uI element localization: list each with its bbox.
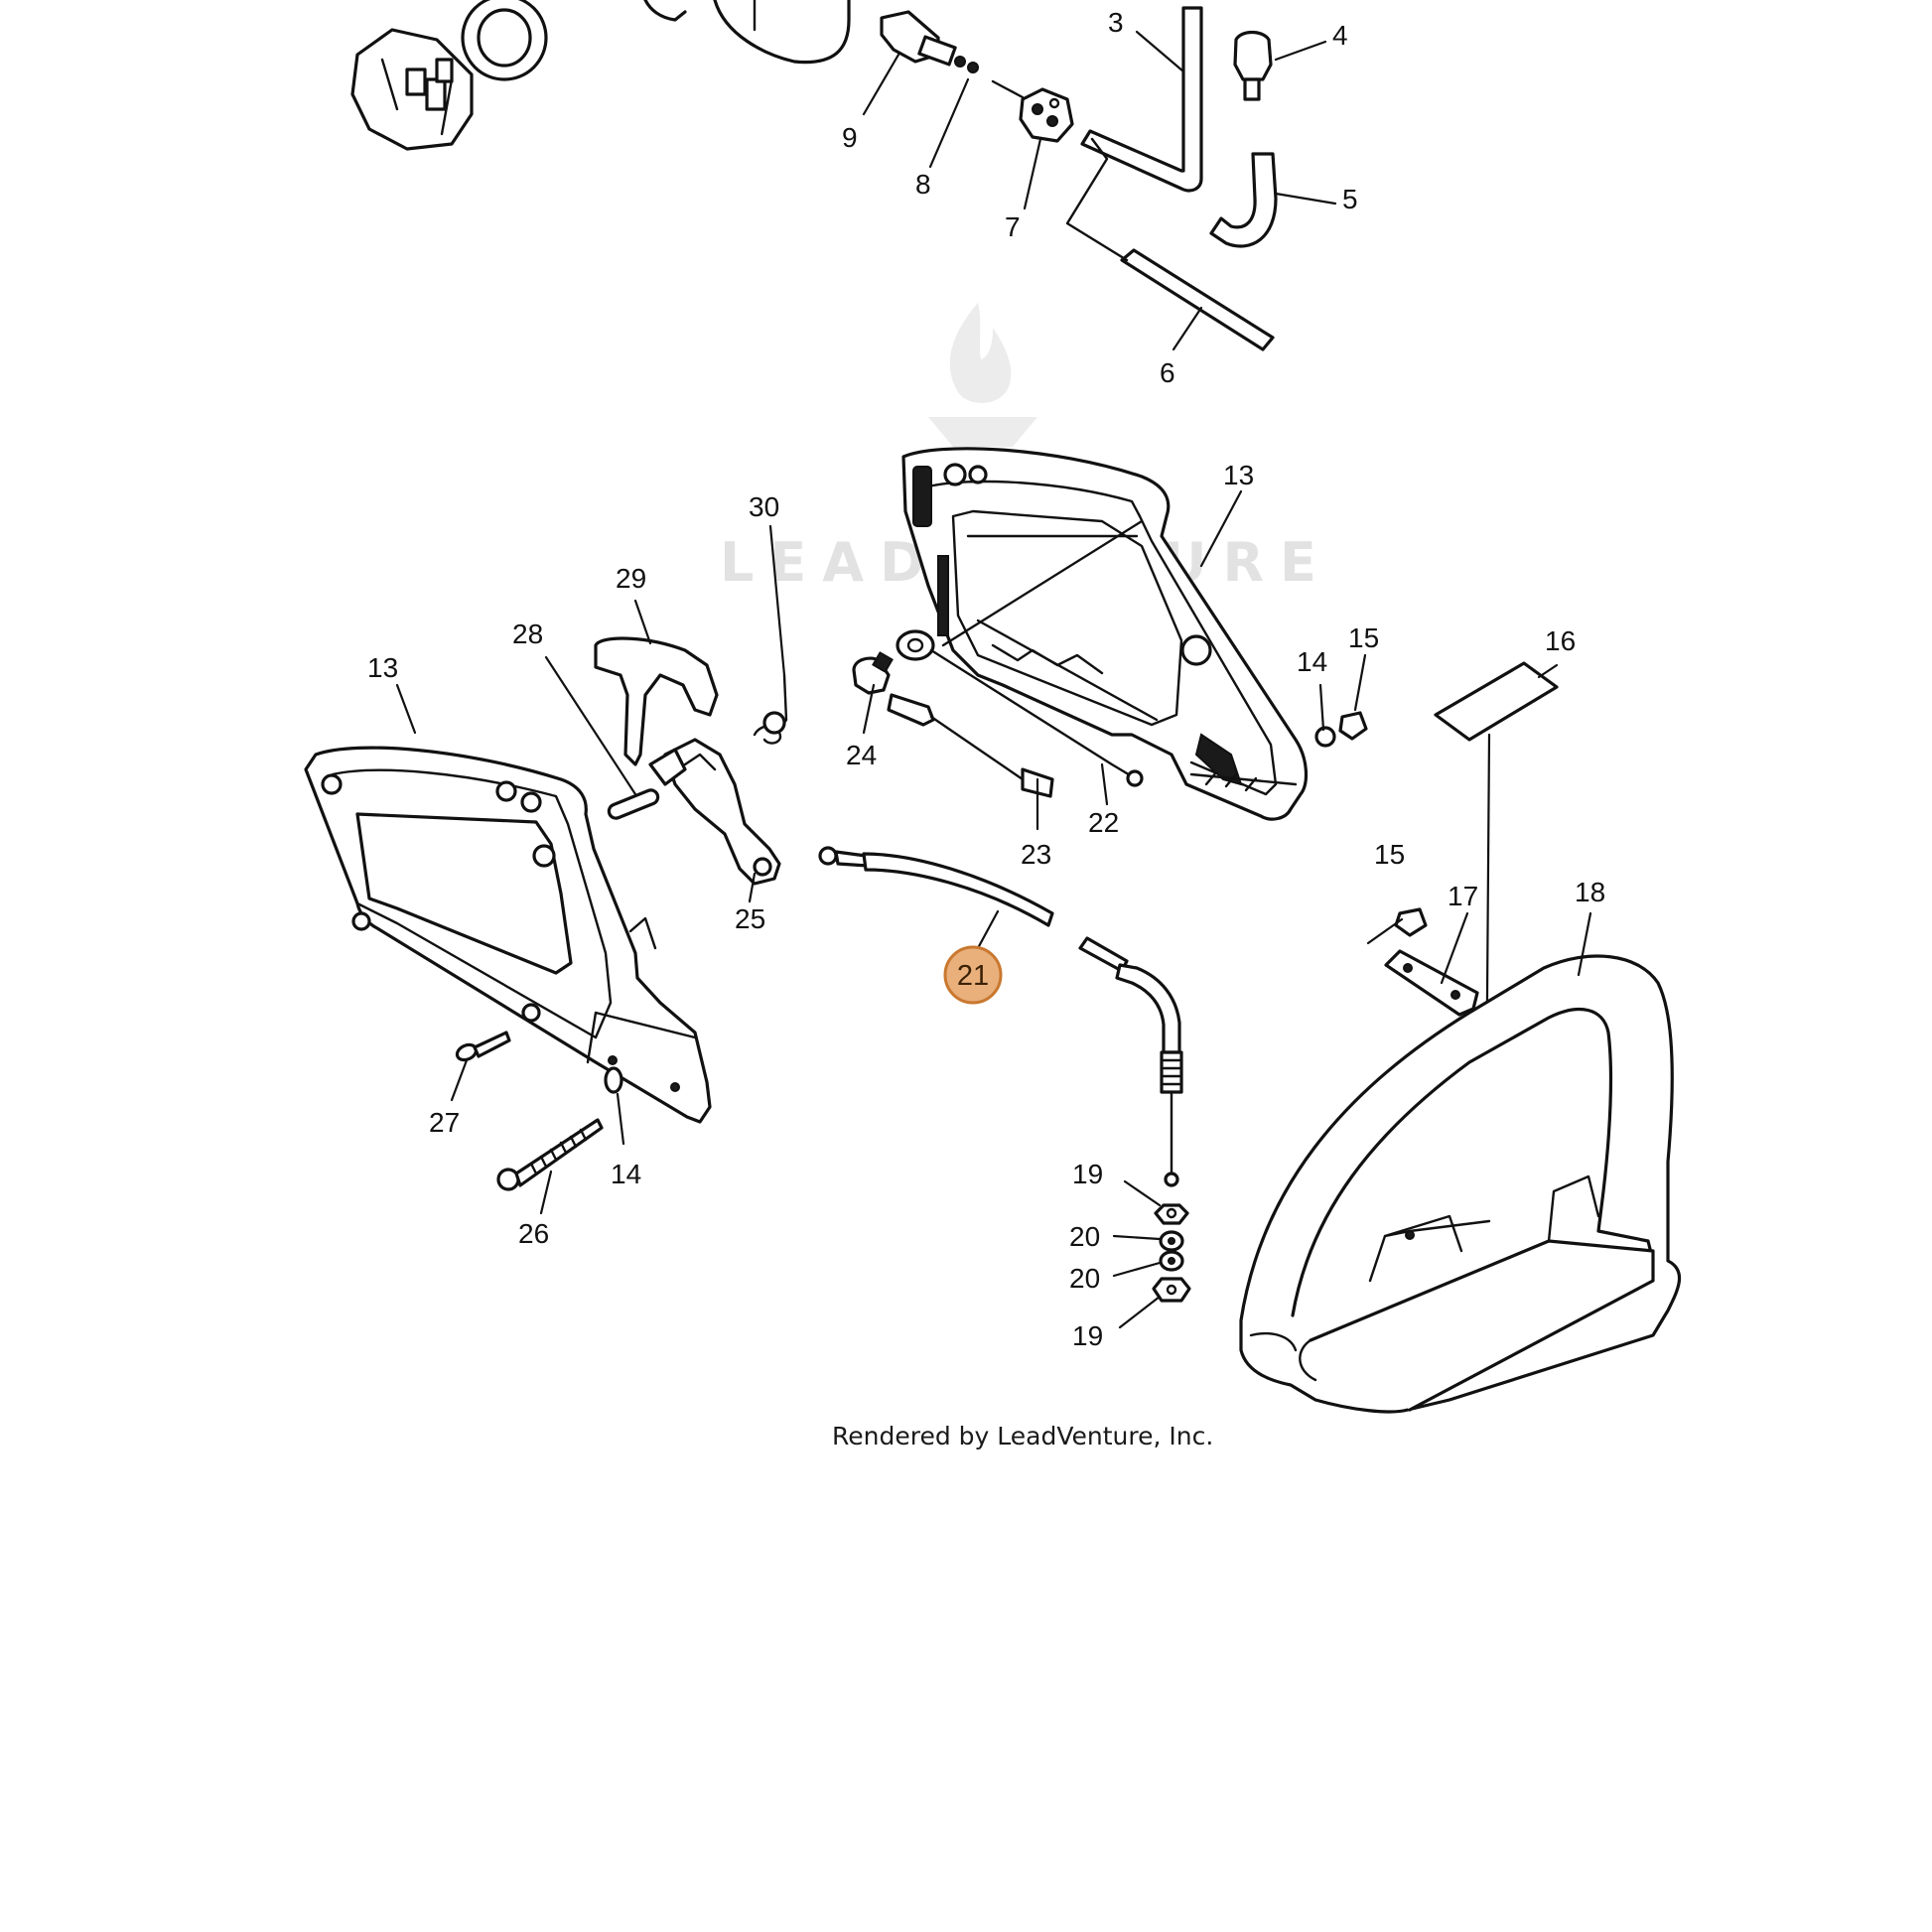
callout-8[interactable]: 8 (915, 169, 931, 200)
callout-26[interactable]: 26 (518, 1218, 549, 1249)
callout-20-bottom[interactable]: 20 (1069, 1263, 1100, 1294)
watermark-chevron (928, 417, 1037, 447)
part-24-switch (852, 651, 894, 695)
callout-21[interactable]: 21 (957, 960, 989, 992)
part-8-grommet (967, 62, 979, 73)
part-6-tube (1120, 248, 1275, 351)
part-tank-edge (713, 0, 851, 65)
part-gasket-ring (461, 0, 548, 81)
callout-16[interactable]: 16 (1545, 625, 1576, 656)
callout-18[interactable]: 18 (1575, 877, 1605, 907)
part-9-fuel-filter (880, 10, 966, 68)
callout-27[interactable]: 27 (429, 1107, 460, 1138)
part-fuel-cap (350, 28, 474, 151)
part-15-nut-lower (1394, 907, 1428, 937)
callout-24[interactable]: 24 (846, 740, 877, 770)
callout-23[interactable]: 23 (1021, 839, 1051, 870)
callout-28[interactable]: 28 (512, 619, 543, 649)
callout-30[interactable]: 30 (749, 491, 779, 522)
watermark-flame-icon (949, 303, 1012, 403)
callout-19-top[interactable]: 19 (1072, 1159, 1103, 1189)
part-21-cable-housing (1078, 936, 1183, 1187)
callout-15-right[interactable]: 15 (1348, 622, 1379, 653)
part-7-grommet-plate (1019, 87, 1074, 143)
part-27-screw (455, 1031, 511, 1062)
part-4-vent (1233, 30, 1273, 101)
credit-text: Rendered by LeadVenture, Inc. (832, 1422, 1213, 1450)
callout-17[interactable]: 17 (1448, 881, 1478, 911)
callout-4[interactable]: 4 (1332, 20, 1348, 51)
part-30-spring (753, 673, 788, 745)
part-13-right-housing (901, 447, 1308, 821)
part-17-bracket (1384, 949, 1479, 1017)
callout-13-left[interactable]: 13 (367, 652, 398, 683)
part-13-left-cover (304, 746, 712, 1124)
part-3-fuel-tube (1080, 6, 1203, 193)
callouts: 3 4 5 6 7 8 9 13 13 14 14 15 15 16 17 18… (367, 7, 1605, 1351)
callout-9[interactable]: 9 (842, 122, 858, 153)
part-19-nut-top (1154, 1203, 1189, 1225)
part-5-elbow-tube (1209, 152, 1278, 248)
part-14-washer-right (1314, 726, 1336, 748)
callout-22[interactable]: 22 (1088, 807, 1119, 838)
callout-19-bottom[interactable]: 19 (1072, 1320, 1103, 1351)
part-21-throttle-cable (818, 846, 1054, 927)
callout-14-right[interactable]: 14 (1297, 646, 1327, 677)
callout-6[interactable]: 6 (1160, 357, 1175, 388)
callout-25[interactable]: 25 (735, 903, 765, 934)
part-15-nut-right (1338, 711, 1368, 741)
callout-13-right[interactable]: 13 (1223, 460, 1254, 490)
leader-lines (395, 30, 1592, 1329)
part-29-lockout (594, 636, 719, 766)
callout-5[interactable]: 5 (1342, 184, 1358, 214)
part-26-screw (496, 1118, 604, 1191)
callout-3[interactable]: 3 (1108, 7, 1124, 38)
callout-29[interactable]: 29 (616, 563, 646, 594)
callout-15-lower[interactable]: 15 (1374, 839, 1405, 870)
callout-14-left[interactable]: 14 (611, 1159, 641, 1189)
callout-20-top[interactable]: 20 (1069, 1221, 1100, 1252)
part-28-pin (607, 788, 660, 820)
part-14-washer-left (604, 1066, 623, 1094)
part-18-handle (1239, 954, 1682, 1414)
part-16-decal (1434, 661, 1559, 742)
part-22-wire (896, 629, 1144, 787)
callout-21-highlighted[interactable]: 21 (943, 945, 1003, 1005)
part-19-nut-bottom (1152, 1277, 1191, 1303)
callout-7[interactable]: 7 (1005, 211, 1021, 242)
part-20-washer-top (1159, 1230, 1184, 1252)
part-20-washer-bottom (1159, 1250, 1184, 1272)
part-25-trigger (648, 738, 781, 886)
callout-21-highlight-circle[interactable] (943, 945, 1003, 1005)
